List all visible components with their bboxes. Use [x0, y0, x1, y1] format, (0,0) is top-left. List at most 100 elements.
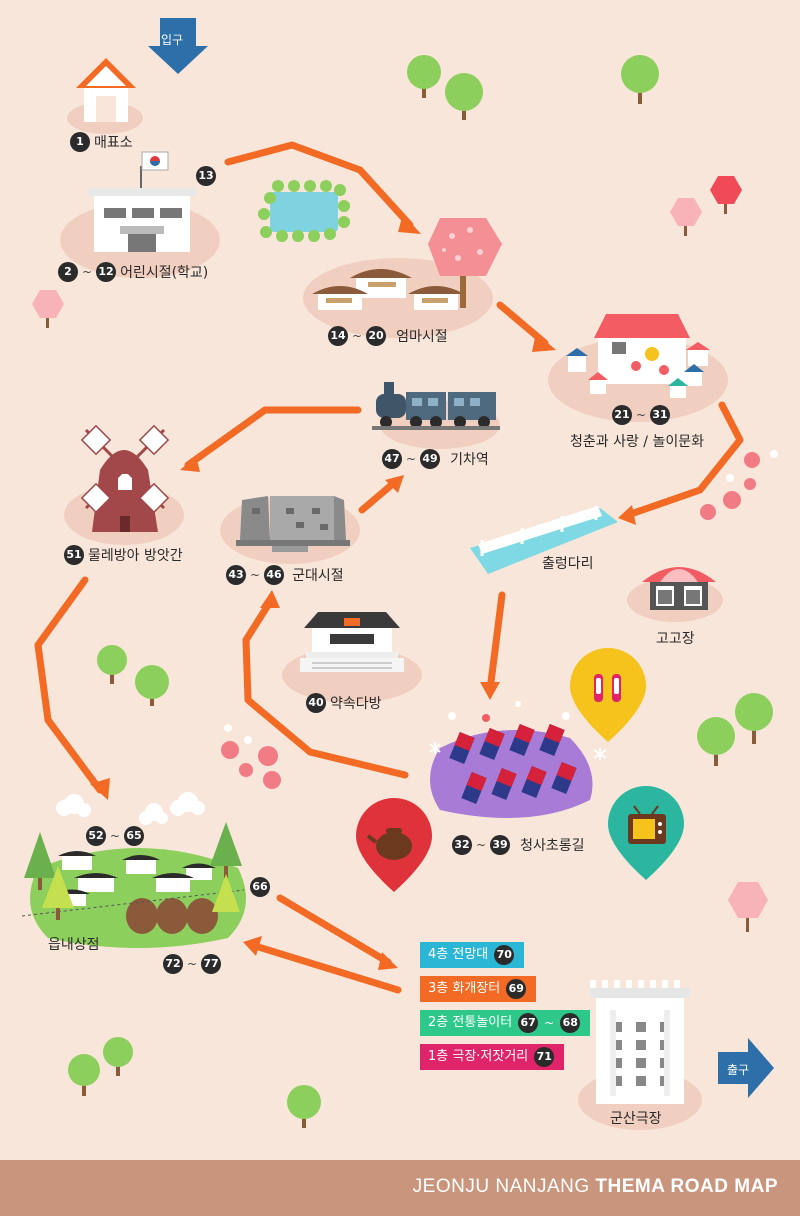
location-youth-numbers[interactable]: 21 ~ 31: [612, 405, 671, 425]
location-number-start: 21: [612, 405, 632, 425]
floor-number-start: 67: [518, 1013, 539, 1033]
location-name: 약속다방: [330, 696, 382, 712]
location-number-start: 72: [163, 954, 183, 974]
exit-label[interactable]: 출구: [727, 1063, 750, 1077]
location-number-end: 12: [96, 262, 117, 282]
location-military[interactable]: 43 ~ 46 군대시절: [226, 565, 344, 585]
flower-clusters: [221, 450, 778, 789]
range-tilde: ~: [110, 829, 121, 843]
range-tilde: ~: [476, 838, 487, 852]
windmill-illustration: [80, 424, 170, 532]
location-youth-name[interactable]: 청춘과 사랑 / 놀이문화: [570, 434, 704, 450]
floor-1-ribbon[interactable]: 1층 극장·저잣거리 71: [420, 1044, 565, 1070]
location-yaksok[interactable]: 40 약속다방: [306, 693, 382, 713]
location-number: 13: [196, 166, 216, 186]
location-village[interactable]: 52 ~ 65: [86, 826, 145, 846]
location-number-end: 77: [201, 954, 222, 974]
location-name: 청사초롱길: [520, 838, 585, 854]
location-name: 군대시절: [292, 568, 344, 584]
gogojang-illustration: [642, 567, 716, 610]
range-tilde: ~: [406, 452, 417, 466]
school-illustration: [88, 151, 196, 252]
floor-label: 1층 극장·저잣거리: [428, 1049, 529, 1064]
pond-illustration: [258, 180, 350, 242]
location-eupnae[interactable]: 읍내상점: [48, 937, 100, 953]
location-train[interactable]: 47 ~ 49 기차역: [382, 449, 489, 469]
floor-label: 4층 전망대: [428, 947, 489, 962]
location-number-end: 20: [366, 326, 387, 346]
location-name: 기차역: [450, 452, 489, 468]
village-illustration: [21, 822, 246, 948]
location-windmill[interactable]: 51 물레방아 방앗간: [64, 545, 183, 565]
location-number-start: 47: [382, 449, 402, 469]
ticket-booth-illustration: [76, 58, 136, 122]
gunsan-theater-illustration: [590, 980, 690, 1104]
footer-title-bold: THEMA ROAD MAP: [595, 1176, 778, 1197]
footer-bar: JEONJU NANJANG THEMA ROAD MAP: [0, 1160, 800, 1216]
location-number-start: 43: [226, 565, 246, 585]
location-school-13[interactable]: 13: [196, 166, 216, 186]
floor-number: 69: [506, 979, 527, 999]
military-facility-illustration: [236, 496, 350, 552]
suspension-bridge-illustration: [470, 506, 618, 574]
floor-number-end: 68: [560, 1013, 581, 1033]
youth-building-illustration: [566, 314, 710, 398]
location-eupnae-range[interactable]: 72 ~ 77: [163, 954, 222, 974]
location-number-start: 32: [452, 835, 472, 855]
location-village-66[interactable]: 66: [250, 877, 270, 897]
location-bridge[interactable]: 출렁다리: [542, 556, 594, 572]
pink-trees: [32, 176, 768, 932]
location-number-start: 14: [328, 326, 348, 346]
ground-shadows: [60, 102, 728, 1130]
location-number-start: 2: [58, 262, 78, 282]
floor-label: 3층 화개장터: [428, 981, 501, 996]
location-number-end: 65: [124, 826, 145, 846]
exit-arrow: [718, 1038, 774, 1098]
floor-2-ribbon[interactable]: 2층 전통놀이터 67 ~ 68: [420, 1010, 591, 1036]
location-ticket[interactable]: 1 매표소: [70, 132, 133, 152]
location-number-end: 39: [490, 835, 511, 855]
kettle-pin-icon: [356, 798, 432, 892]
location-name: 엄마시절: [396, 329, 448, 345]
location-name: 매표소: [94, 135, 133, 151]
range-tilde: ~: [636, 408, 647, 422]
location-cheongsa[interactable]: 32 ~ 39 청사초롱길: [452, 835, 584, 855]
range-tilde: ~: [187, 957, 198, 971]
entrance-label[interactable]: 입구: [161, 33, 184, 47]
yaksok-dabang-illustration: [300, 612, 404, 672]
location-number: 1: [70, 132, 90, 152]
location-number: 51: [64, 545, 84, 565]
route-path: [34, 141, 744, 994]
range-tilde: ~: [352, 329, 363, 343]
range-tilde: ~: [82, 265, 93, 279]
location-name: 어린시절(학교): [120, 265, 209, 281]
location-gogojang[interactable]: 고고장: [656, 631, 695, 647]
floor-number: 71: [534, 1047, 555, 1067]
range-tilde: ~: [250, 568, 261, 582]
clouds: [56, 792, 205, 825]
tv-pin-icon: [608, 786, 684, 880]
location-mother[interactable]: 14 ~ 20 엄마시절: [328, 326, 448, 346]
location-name: 물레방아 방앗간: [88, 548, 183, 564]
entrance-arrow: [148, 18, 208, 74]
location-school[interactable]: 2 ~ 12 어린시절(학교): [58, 262, 208, 282]
location-number: 66: [250, 877, 270, 897]
location-number-end: 31: [650, 405, 671, 425]
floor-number: 70: [494, 945, 515, 965]
location-number-end: 49: [420, 449, 441, 469]
lantern-road-illustration: [429, 701, 607, 818]
floor-3-ribbon[interactable]: 3층 화개장터 69: [420, 976, 537, 1002]
shoes-pin-icon: [570, 648, 646, 742]
location-number-start: 52: [86, 826, 106, 846]
floor-label: 2층 전통놀이터: [428, 1015, 513, 1030]
location-number-end: 46: [264, 565, 285, 585]
location-gunsan[interactable]: 군산극장: [610, 1111, 662, 1127]
route-arrowheads: [90, 214, 636, 970]
footer-title: JEONJU NANJANG THEMA ROAD MAP: [413, 1176, 778, 1198]
green-trees: [68, 55, 773, 1128]
floor-4-ribbon[interactable]: 4층 전망대 70: [420, 942, 525, 968]
train-illustration: [372, 382, 500, 430]
footer-title-light: JEONJU NANJANG: [412, 1176, 596, 1197]
